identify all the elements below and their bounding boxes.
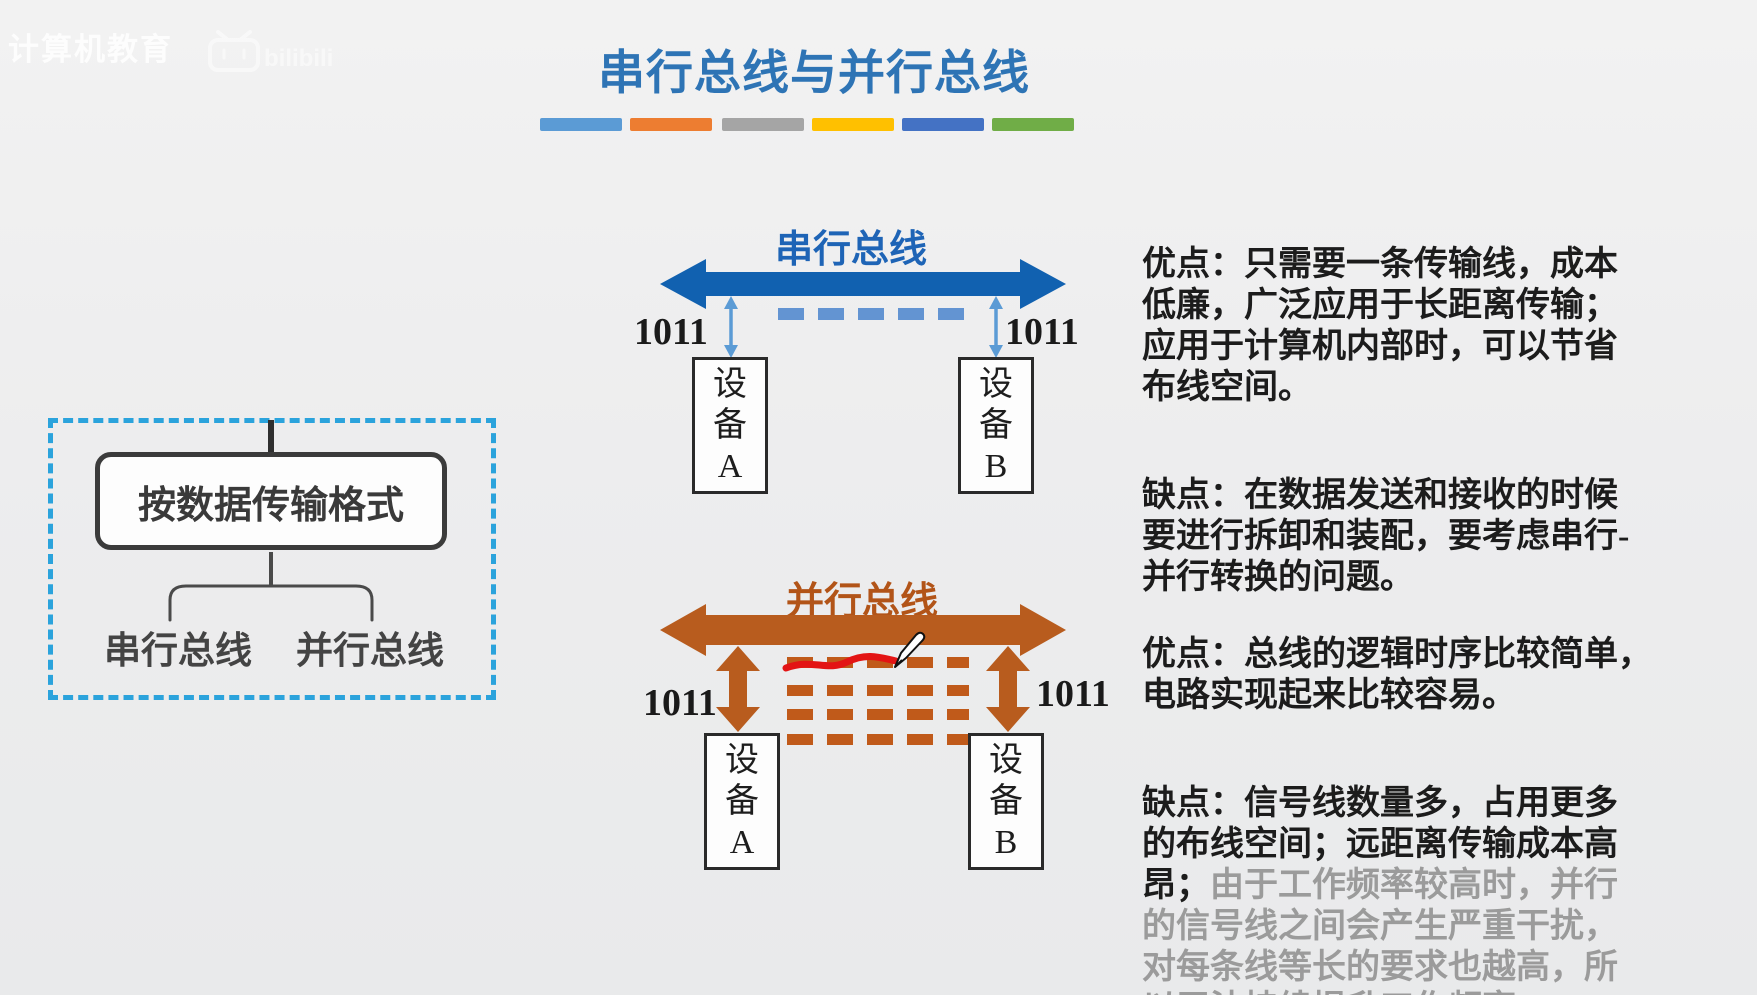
title-underline-bar-5 [902,118,984,131]
parallel-bus-arrow [660,604,1066,656]
title-underline-bar-4 [812,118,894,131]
serial-pros-text: 优点：只需要一条传输线，成本 低廉，广泛应用于长距离传输； 应用于计算机内部时，… [1142,246,1618,406]
parallel-left-transfer-arrow [716,646,760,732]
taxonomy-branch-bracket [168,552,374,622]
serial-single-line-dashes [778,308,968,320]
serial-cons-text: 缺点：在数据发送和接收的时候 要进行拆卸和装配，要考虑串行- 并行转换的问题。 [1142,477,1630,596]
title-underline-bar-6 [992,118,1074,131]
parallel-pros-text: 优点：总线的逻辑时序比较简单， 电路实现起来比较容易。 [1142,636,1652,714]
taxonomy-top-connector [268,420,274,454]
serial-left-transfer-arrow [724,296,738,358]
serial-notes: 优点：只需要一条传输线，成本 低廉，广泛应用于长距离传输； 应用于计算机内部时，… [1142,203,1682,665]
parallel-device-a-box: 设 备 A [704,733,780,870]
pen-cursor-icon[interactable] [892,630,926,670]
taxonomy-root-node: 按数据传输格式 [95,452,447,550]
page-title: 串行总线与并行总线 [598,48,1030,100]
svg-text:bilibili: bilibili [264,45,332,72]
title-underline-bar-2 [630,118,712,131]
serial-right-transfer-arrow [989,296,1003,358]
title-underline-bar-1 [540,118,622,131]
taxonomy-child-parallel: 并行总线 [296,630,444,671]
parallel-right-transfer-arrow [986,646,1030,732]
parallel-device-b-box: 设 备 B [968,733,1044,870]
bilibili-logo-icon: bilibili [208,30,332,72]
parallel-cons-text: 缺点：信号线数量多，占用更多 的布线空间；远距离传输成本高 昂；由于工作频率较高… [1142,783,1682,995]
parallel-right-data-value: 1011 [1036,673,1110,715]
serial-right-data-value: 1011 [1005,311,1079,353]
parallel-line-dashes-row3 [787,709,969,720]
taxonomy-child-serial: 串行总线 [104,630,252,671]
parallel-cons-black-text: 缺点：信号线数量多，占用更多 的布线空间；远距离传输成本高 昂； [1142,785,1618,904]
title-underline-bar-3 [722,118,804,131]
parallel-line-dashes-row4 [787,734,969,745]
parallel-cons-gray-text: 由于工作频率较高时，并行 的信号线之间会产生严重干扰， 对每条线等长的要求也越高… [1142,867,1618,995]
serial-bus-label: 串行总线 [775,229,928,271]
serial-left-data-value: 1011 [634,311,708,353]
parallel-line-dashes-row1 [787,657,969,668]
parallel-left-data-value: 1011 [643,682,717,724]
watermark-channel-name: 计算机教育 [8,32,173,67]
red-marker-annotation [782,652,900,672]
parallel-notes: 优点：总线的逻辑时序比较简单， 电路实现起来比较容易。 缺点：信号线数量多，占用… [1142,593,1682,995]
serial-device-a-box: 设 备 A [692,357,768,494]
parallel-line-dashes-row2 [787,685,969,696]
serial-bus-arrow [660,259,1066,309]
serial-device-b-box: 设 备 B [958,357,1034,494]
